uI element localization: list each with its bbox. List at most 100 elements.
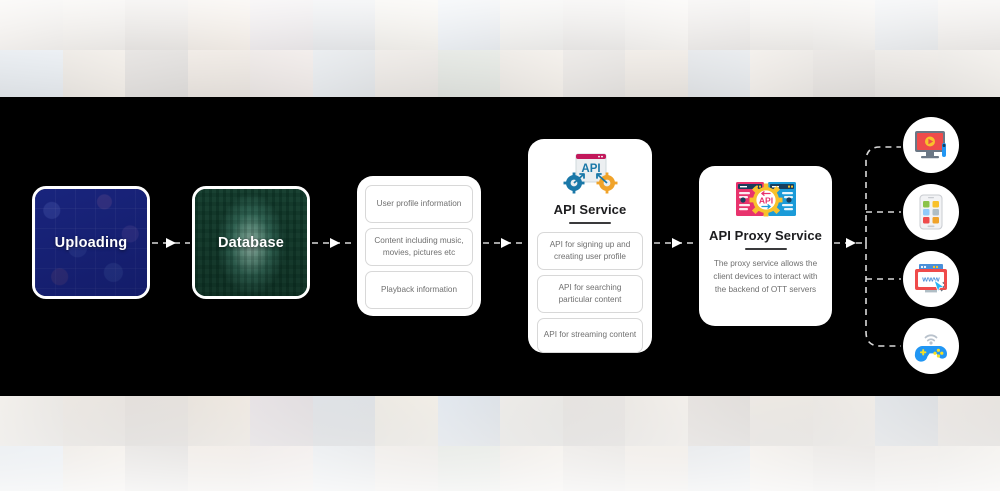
api-proxy-service-card: API API Proxy Service The proxy service … <box>699 166 832 326</box>
poster-tile <box>312 396 375 446</box>
api-service-card: API API Service AP <box>528 139 652 353</box>
arrowhead-5 <box>846 238 856 248</box>
poster-strip-bottom <box>0 396 1000 491</box>
poster-tile <box>187 446 250 491</box>
poster-tile <box>562 446 625 491</box>
data-item-user-profile[interactable]: User profile information <box>365 185 473 223</box>
device-circle-mobile[interactable] <box>903 184 959 240</box>
database-server-room-image <box>195 189 307 296</box>
poster-tile <box>937 0 1000 50</box>
web-browser-cursor-icon: www <box>915 264 947 294</box>
poster-tile <box>562 0 625 50</box>
poster-tile <box>625 50 688 98</box>
api-item-streaming[interactable]: API for streaming content <box>537 317 643 353</box>
arrowhead-3 <box>501 238 511 248</box>
poster-tile <box>437 446 500 491</box>
stage-label-uploading: Uploading <box>54 234 128 251</box>
poster-tile <box>750 396 813 446</box>
device-circle-web[interactable]: www <box>903 251 959 307</box>
api-browser-gears-icon: API <box>563 153 618 194</box>
stage-label-database: Database <box>217 234 285 251</box>
poster-tile <box>750 50 813 98</box>
poster-tile <box>750 446 813 491</box>
arrowhead-1 <box>166 238 176 248</box>
poster-tile <box>437 396 500 446</box>
poster-tile <box>0 446 63 491</box>
poster-tile <box>187 396 250 446</box>
poster-tile <box>750 0 813 50</box>
poster-tile <box>375 396 438 446</box>
poster-tile <box>187 0 250 50</box>
poster-tile <box>125 0 188 50</box>
poster-tile <box>562 396 625 446</box>
poster-tile <box>375 50 438 98</box>
poster-tile <box>875 396 938 446</box>
diagram-black-area: Uploading Database User profile informat… <box>0 97 1000 396</box>
poster-tile <box>812 50 875 98</box>
data-item-content[interactable]: Content including music, movies, picture… <box>365 228 473 266</box>
poster-tile <box>500 396 563 446</box>
poster-tile <box>500 446 563 491</box>
poster-tile <box>437 50 500 98</box>
device-circle-console[interactable] <box>903 318 959 374</box>
poster-grid-bottom <box>0 396 1000 491</box>
poster-tile <box>312 50 375 98</box>
svg-text:API: API <box>758 196 772 206</box>
poster-tile <box>125 446 188 491</box>
poster-tile <box>687 0 750 50</box>
poster-tile <box>937 446 1000 491</box>
api-service-title: API Service <box>553 202 627 217</box>
api-proxy-gear-icon: API <box>735 182 796 217</box>
database-tint <box>195 189 307 296</box>
arrowhead-4 <box>672 238 682 248</box>
poster-tile <box>687 50 750 98</box>
poster-tile <box>625 0 688 50</box>
poster-tile <box>62 50 125 98</box>
data-item-playback[interactable]: Playback information <box>365 271 473 309</box>
poster-tile <box>875 50 938 98</box>
poster-tile <box>687 446 750 491</box>
poster-tile <box>812 0 875 50</box>
poster-tile <box>875 446 938 491</box>
poster-tile <box>0 0 63 50</box>
poster-tile <box>62 396 125 446</box>
api-proxy-divider <box>744 248 787 250</box>
arrowhead-2 <box>330 238 340 248</box>
device-circle-tv[interactable] <box>903 117 959 173</box>
poster-tile <box>0 396 63 446</box>
stage-box-database[interactable]: Database <box>192 186 310 299</box>
poster-tile <box>250 50 313 98</box>
uploading-tint <box>35 189 147 296</box>
poster-strip-top <box>0 0 1000 98</box>
poster-tile <box>125 396 188 446</box>
poster-tile <box>375 0 438 50</box>
connector-branch-console <box>865 243 901 347</box>
poster-tile <box>312 446 375 491</box>
poster-tile <box>500 50 563 98</box>
svg-text:www: www <box>921 275 940 284</box>
api-item-signup[interactable]: API for signing up and creating user pro… <box>537 232 643 270</box>
television-play-icon <box>915 131 946 159</box>
poster-tile <box>187 50 250 98</box>
poster-tile <box>875 0 938 50</box>
poster-tile <box>625 446 688 491</box>
svg-text:API: API <box>581 163 600 175</box>
data-categories-card: User profile information Content includi… <box>357 176 481 316</box>
stage-box-uploading[interactable]: Uploading <box>32 186 150 299</box>
poster-grid-top <box>0 0 1000 98</box>
api-proxy-title: API Proxy Service <box>709 228 822 243</box>
api-proxy-description: The proxy service allows the client devi… <box>713 259 818 294</box>
poster-tile <box>812 396 875 446</box>
poster-tile <box>62 446 125 491</box>
poster-tile <box>812 446 875 491</box>
poster-tile <box>312 0 375 50</box>
poster-tile <box>125 50 188 98</box>
poster-tile <box>937 396 1000 446</box>
poster-tile <box>500 0 563 50</box>
poster-tile <box>437 0 500 50</box>
poster-tile <box>562 50 625 98</box>
poster-tile <box>250 0 313 50</box>
api-item-search[interactable]: API for searching particular content <box>537 274 643 313</box>
connector-branch-tv <box>865 146 901 243</box>
